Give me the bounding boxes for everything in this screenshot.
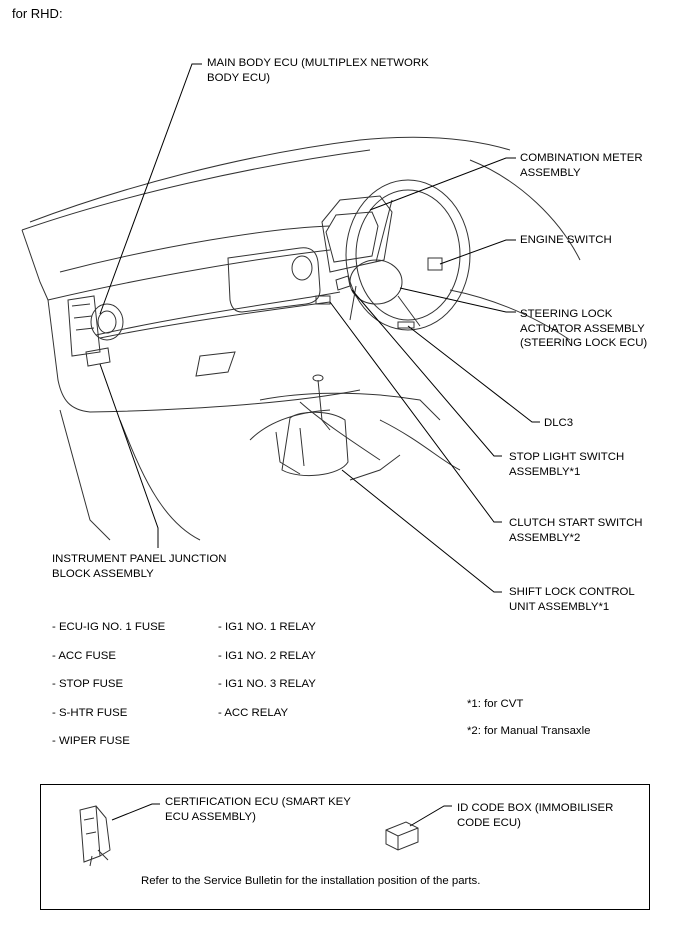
footnote-cvt: *1: for CVT [467, 698, 524, 710]
certification-ecu-icon [79, 805, 111, 867]
leader-combination-meter [369, 157, 516, 211]
leader-certification-ecu [111, 803, 160, 821]
relay-item: - IG1 NO. 3 RELAY [218, 678, 316, 690]
label-clutch-start-switch: CLUTCH START SWITCH ASSEMBLY*2 [509, 517, 643, 544]
box-leader-lines [111, 803, 452, 827]
leader-shift-lock [341, 469, 502, 593]
fuse-item: - WIPER FUSE [52, 735, 130, 747]
page-header: for RHD: [12, 6, 63, 21]
label-stop-light-switch: STOP LIGHT SWITCH ASSEMBLY*1 [509, 451, 625, 478]
fuse-item: - STOP FUSE [52, 678, 124, 690]
leader-engine-switch [439, 239, 516, 265]
leader-stop-light [351, 289, 502, 457]
relay-item: - IG1 NO. 1 RELAY [218, 621, 316, 633]
leader-junction-block [99, 363, 159, 548]
label-combination-meter: COMBINATION METER ASSEMBLY [520, 152, 643, 179]
leader-clutch-start [329, 301, 502, 523]
id-code-box-icon [385, 821, 419, 851]
leader-dlc3 [407, 325, 540, 423]
relay-item: - ACC RELAY [218, 707, 289, 719]
relay-item: - IG1 NO. 2 RELAY [218, 650, 316, 662]
leader-main-body-ecu [99, 63, 202, 315]
label-engine-switch: ENGINE SWITCH [520, 234, 612, 246]
label-shift-lock-control: SHIFT LOCK CONTROL UNIT ASSEMBLY*1 [509, 586, 635, 613]
label-certification-ecu: CERTIFICATION ECU (SMART KEY ECU ASSEMBL… [165, 796, 351, 823]
leader-steering-lock [399, 287, 516, 313]
dashboard-outline [21, 136, 581, 541]
label-steering-lock: STEERING LOCK ACTUATOR ASSEMBLY (STEERIN… [520, 308, 648, 349]
label-id-code-box: ID CODE BOX (IMMOBILISER CODE ECU) [457, 802, 614, 829]
fuse-item: - ACC FUSE [52, 650, 116, 662]
label-dlc3: DLC3 [544, 417, 574, 429]
box-note: Refer to the Service Bulletin for the in… [141, 875, 481, 887]
fuse-item: - S-HTR FUSE [52, 707, 128, 719]
reference-box [40, 784, 650, 910]
label-main-body-ecu: MAIN BODY ECU (MULTIPLEX NETWORK BODY EC… [207, 57, 429, 84]
fuse-item: - ECU-IG NO. 1 FUSE [52, 621, 166, 633]
footnote-manual-transaxle: *2: for Manual Transaxle [467, 725, 591, 737]
label-junction-block: INSTRUMENT PANEL JUNCTION BLOCK ASSEMBLY [52, 553, 227, 580]
leader-lines [99, 63, 540, 593]
leader-id-code-box [409, 805, 452, 827]
